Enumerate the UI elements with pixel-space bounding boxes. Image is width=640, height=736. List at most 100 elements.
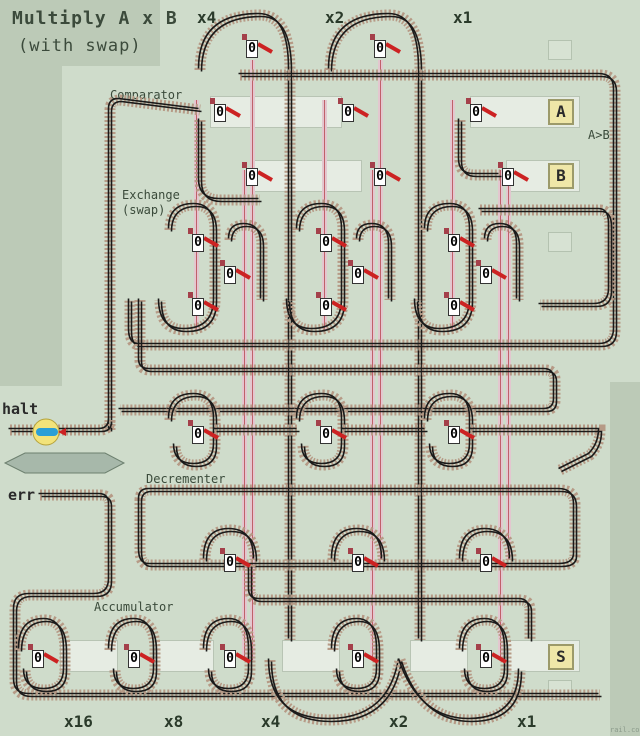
counter-toggle[interactable]: 0 [352, 554, 364, 572]
title-panel [0, 0, 160, 66]
counter-toggle[interactable]: 0 [192, 234, 204, 252]
track-loop [410, 199, 477, 336]
rail-line [327, 12, 420, 639]
track-loop [14, 614, 71, 696]
register-b[interactable]: B [548, 163, 574, 189]
err-label: err [8, 486, 36, 504]
top-mult-1: x2 [325, 8, 345, 27]
counter-toggle[interactable]: 0 [214, 104, 226, 122]
signal-post-icon [316, 292, 321, 298]
counter-toggle[interactable]: 0 [192, 426, 204, 444]
rail-line [355, 222, 390, 299]
track-loop [324, 9, 426, 640]
rail-line [295, 392, 343, 465]
signal-post-icon [220, 548, 225, 554]
rail-line [197, 12, 290, 639]
switch-lever-icon [331, 236, 347, 248]
signal-post-icon [210, 98, 215, 104]
signal-post-icon [124, 644, 129, 650]
register-a[interactable]: A [548, 99, 574, 125]
counter-toggle[interactable]: 0 [128, 650, 140, 668]
counter-toggle[interactable]: 0 [246, 40, 258, 58]
comparator-label: Comparator [110, 88, 183, 102]
rail-line [216, 430, 603, 473]
rail-line [330, 527, 383, 559]
switch-lever-icon [331, 300, 347, 312]
track-loop [455, 524, 517, 561]
bottom-mult-2: x4 [261, 712, 281, 731]
connector-line [500, 170, 501, 660]
track-loop [104, 94, 201, 430]
switch-lever-icon [331, 428, 347, 440]
rail-line [461, 620, 509, 693]
signal-post-icon [348, 260, 353, 266]
bottom-mult-0: x16 [64, 712, 93, 731]
title-line-1: Multiply A x B [12, 8, 178, 29]
rail-line [285, 202, 343, 330]
rail-line [486, 225, 521, 302]
counter-toggle[interactable]: 0 [374, 168, 386, 186]
rail-line [107, 617, 155, 690]
track-loop [264, 658, 406, 726]
counter-toggle[interactable]: 0 [470, 104, 482, 122]
switch-lever-icon [235, 652, 251, 664]
switch-lever-icon [363, 268, 379, 280]
connector-line [252, 60, 253, 660]
counter-toggle[interactable]: 0 [246, 168, 258, 186]
counter-toggle[interactable]: 0 [320, 298, 332, 316]
switch-lever-icon [203, 428, 219, 440]
accumulator-label: Accumulator [94, 600, 174, 614]
top-mult-0: x4 [197, 8, 217, 27]
track-loop [327, 524, 389, 561]
counter-toggle[interactable]: 0 [352, 650, 364, 668]
counter-toggle[interactable]: 0 [480, 554, 492, 572]
counter-toggle[interactable]: 0 [192, 298, 204, 316]
track-loop [454, 120, 500, 181]
counter-toggle[interactable]: 0 [502, 168, 514, 186]
exchange-label: Exchange (swap) [122, 188, 180, 217]
counter-toggle[interactable]: 0 [448, 426, 460, 444]
rail-line [11, 421, 113, 433]
counter-toggle[interactable]: 0 [480, 266, 492, 284]
counter-toggle[interactable]: 0 [320, 426, 332, 444]
counter-toggle[interactable]: 0 [352, 266, 364, 284]
switch-lever-icon [225, 106, 241, 118]
rail-line [20, 620, 68, 693]
counter-toggle[interactable]: 0 [480, 650, 492, 668]
register-s[interactable]: S [548, 644, 574, 670]
counter-toggle[interactable]: 0 [224, 650, 236, 668]
rail-line [330, 15, 423, 642]
train-token[interactable] [32, 418, 66, 446]
switch-lever-icon [203, 300, 219, 312]
counter-toggle[interactable]: 0 [448, 298, 460, 316]
switch-lever-icon [235, 268, 251, 280]
rail-line [458, 617, 506, 690]
left-panel [0, 66, 62, 386]
a-gt-b-label: A>B [588, 128, 610, 142]
rail-line [461, 530, 514, 562]
counter-toggle[interactable]: 0 [374, 40, 386, 58]
rail-line [205, 530, 258, 562]
counter-toggle[interactable]: 0 [320, 234, 332, 252]
switch-lever-icon [459, 300, 475, 312]
counter-toggle[interactable]: 0 [224, 554, 236, 572]
track-loop [199, 614, 256, 696]
counter-toggle[interactable]: 0 [342, 104, 354, 122]
switch-lever-icon [385, 170, 401, 182]
counter-toggle[interactable]: 0 [224, 266, 236, 284]
track-loop [455, 614, 512, 696]
signal-post-icon [444, 292, 449, 298]
rail-line [330, 617, 378, 690]
switch-lever-icon [139, 652, 155, 664]
track-loop [10, 419, 116, 436]
counter-toggle[interactable]: 0 [448, 234, 460, 252]
switch-lever-icon [353, 106, 369, 118]
counter-toggle[interactable]: 0 [32, 650, 44, 668]
connector-line [244, 170, 245, 660]
blank-slot [548, 40, 572, 60]
rail-line [478, 207, 610, 305]
signal-post-icon [188, 420, 193, 426]
connector-line [324, 100, 325, 330]
track-loop [104, 614, 161, 696]
